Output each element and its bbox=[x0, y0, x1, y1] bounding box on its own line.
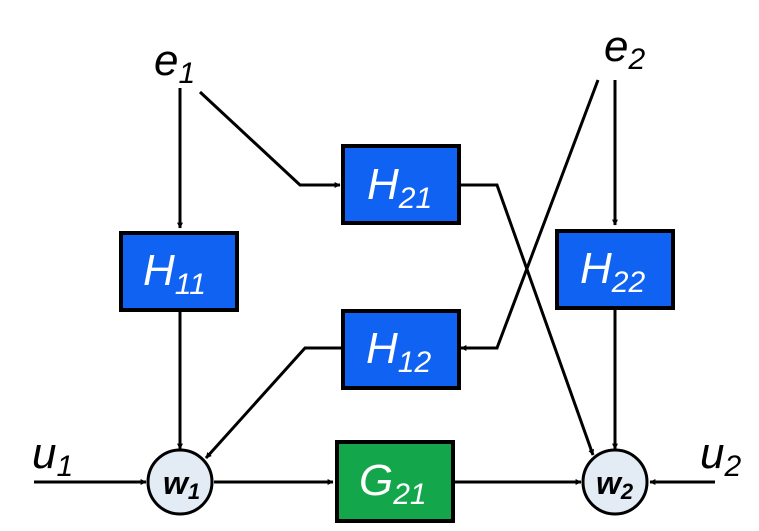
block-h22-box bbox=[555, 229, 675, 310]
block-g21-label: G21 bbox=[359, 456, 427, 511]
node-w1: w1 bbox=[146, 448, 214, 516]
signal-e2: e2 bbox=[604, 22, 645, 76]
block-g21: G21 bbox=[335, 440, 455, 523]
edge-h12-to-w1 bbox=[204, 346, 343, 460]
block-h22: H22 bbox=[555, 229, 675, 310]
edge-e2-to-h12 bbox=[460, 79, 600, 351]
signal-u2: u2 bbox=[700, 429, 741, 483]
block-h11-label: H11 bbox=[143, 246, 206, 301]
block-h22-label: H22 bbox=[580, 244, 645, 299]
signal-e1: e1 bbox=[154, 36, 195, 90]
block-h12: H12 bbox=[341, 309, 461, 390]
block-h21-box bbox=[341, 144, 461, 225]
node-w1-circle bbox=[146, 448, 214, 516]
node-w1-label: w1 bbox=[163, 465, 200, 504]
block-h21: H21 bbox=[341, 144, 461, 225]
block-h11: H11 bbox=[119, 231, 239, 312]
block-h11-box bbox=[119, 231, 239, 312]
block-h21-label: H21 bbox=[367, 160, 432, 215]
edge-e1-to-h21 bbox=[198, 90, 341, 188]
node-w2-label: w2 bbox=[596, 465, 634, 504]
edge-h21-to-w2 bbox=[461, 183, 595, 456]
node-w2-circle bbox=[581, 448, 649, 516]
block-h12-box bbox=[341, 309, 461, 390]
node-w2: w2 bbox=[581, 448, 649, 516]
edges bbox=[34, 79, 715, 485]
block-g21-box bbox=[335, 440, 455, 523]
signal-u1: u1 bbox=[32, 429, 73, 483]
block-h12-label: H12 bbox=[366, 324, 431, 379]
